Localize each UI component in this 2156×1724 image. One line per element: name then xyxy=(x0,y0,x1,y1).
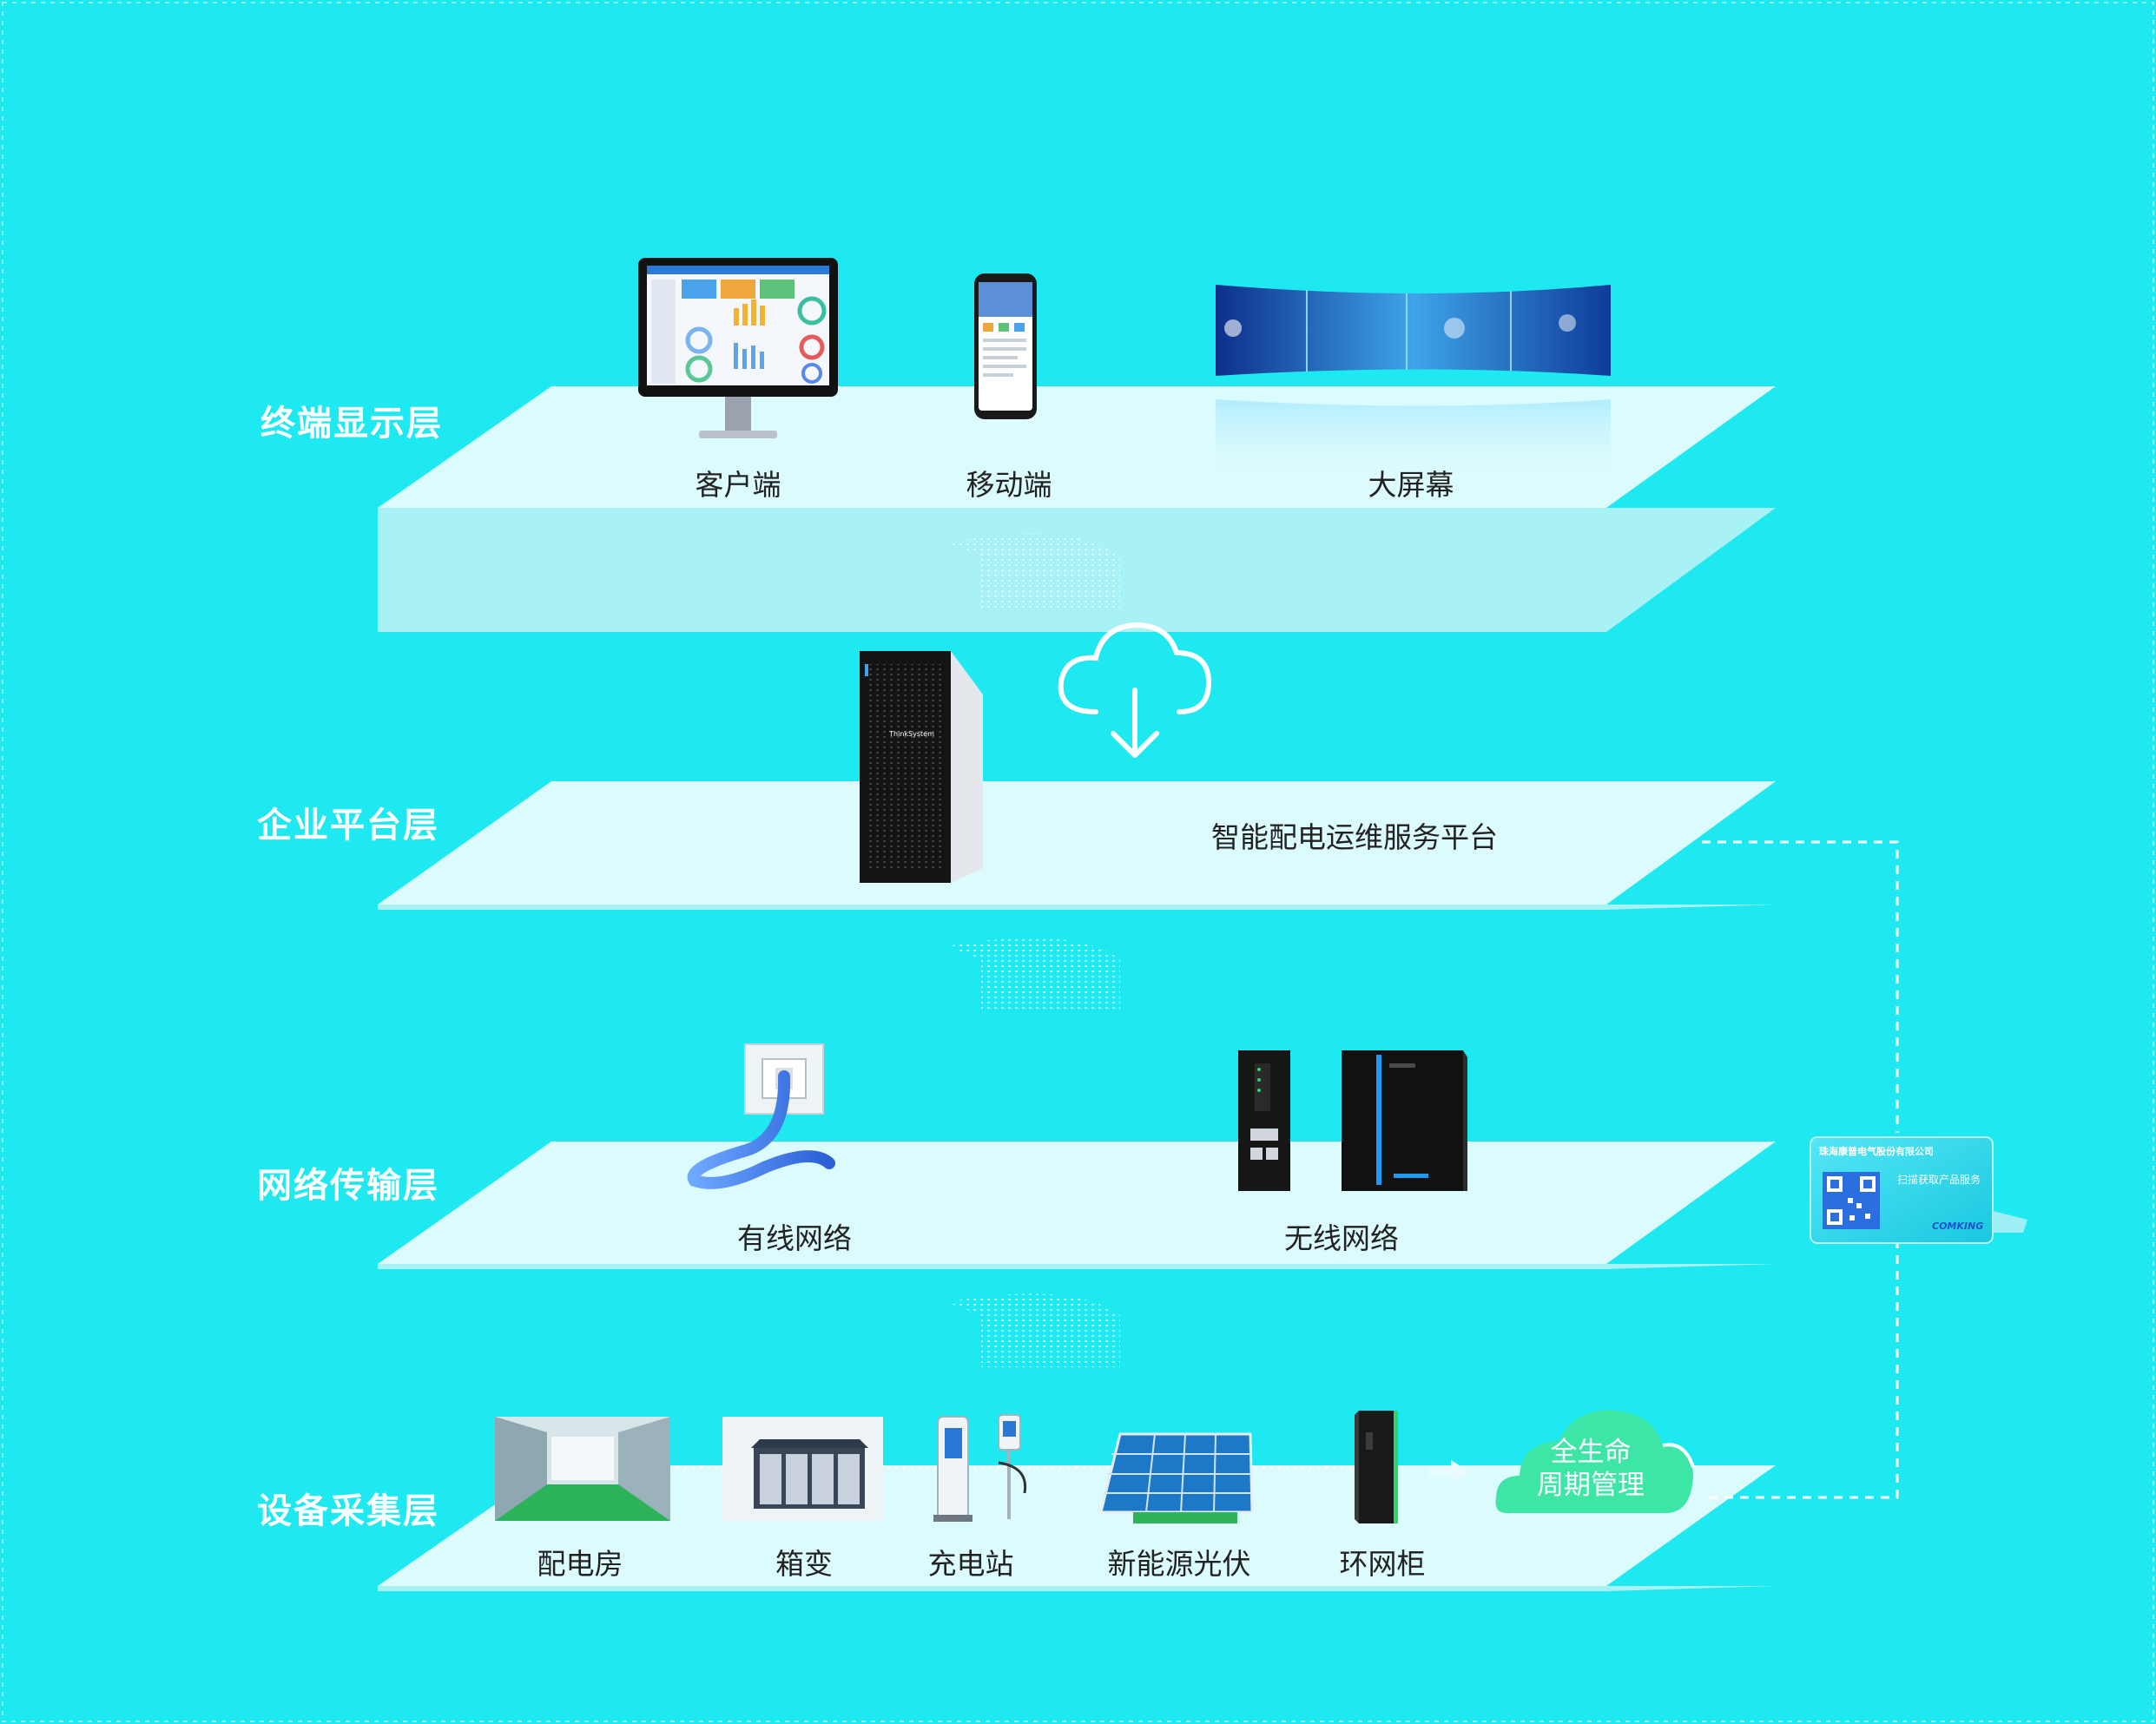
box-transformer-icon xyxy=(722,1417,883,1521)
terminal-layer-title: 终端显示层 xyxy=(260,404,443,444)
device-layer-title: 设备采集层 xyxy=(257,1491,439,1531)
cloud-download-icon xyxy=(1058,622,1212,758)
box-transformer-label: 箱变 xyxy=(775,1547,833,1581)
enterprise-layer-title: 企业平台层 xyxy=(257,806,439,846)
lifecycle-text: 全生命 周期管理 xyxy=(1504,1436,1678,1502)
monitor-icon xyxy=(638,258,838,438)
network-layer-title: 网络传输层 xyxy=(257,1166,439,1206)
solar-panel-icon xyxy=(1099,1432,1254,1523)
server-tower-icon: ThinkSystem xyxy=(860,651,983,883)
client-label: 客户端 xyxy=(695,468,781,502)
qr-brand: COMKING xyxy=(1932,1221,1984,1232)
ring-main-unit-icon xyxy=(1355,1411,1398,1523)
platform-service-label: 智能配电运维服务平台 xyxy=(1211,820,1498,854)
lifecycle-line2: 周期管理 xyxy=(1537,1470,1645,1501)
qr-code-icon xyxy=(1823,1172,1880,1229)
data-stream-2 xyxy=(946,938,1120,1011)
wireless-gateway-icon xyxy=(1342,1050,1467,1191)
platform-network xyxy=(378,1142,1776,1269)
wired-network-label: 有线网络 xyxy=(737,1221,852,1255)
dashed-connector xyxy=(1702,840,1899,1499)
charging-station-label: 充电站 xyxy=(927,1547,1014,1581)
server-brand: ThinkSystem xyxy=(888,730,934,738)
solar-label: 新能源光伏 xyxy=(1107,1547,1251,1581)
arrow-right-icon xyxy=(1428,1460,1469,1483)
big-screen-label: 大屏幕 xyxy=(1368,468,1454,502)
network-cable-icon xyxy=(687,1070,835,1189)
qr-company: 珠海康普电气股份有限公司 xyxy=(1819,1146,1934,1157)
video-wall-icon xyxy=(1216,285,1611,482)
data-stream-3 xyxy=(946,1293,1120,1367)
power-room-label: 配电房 xyxy=(537,1547,623,1581)
switchgear-room-icon xyxy=(495,1417,670,1521)
ring-main-unit-label: 环网柜 xyxy=(1339,1547,1426,1581)
lifecycle-line1: 全生命 xyxy=(1550,1437,1632,1468)
ev-charger-icon xyxy=(933,1414,1027,1522)
mobile-label: 移动端 xyxy=(966,468,1052,502)
wireless-network-label: 无线网络 xyxy=(1284,1221,1399,1255)
network-switch-icon xyxy=(1238,1050,1290,1191)
platform-enterprise xyxy=(378,781,1776,910)
data-stream-1 xyxy=(946,534,1120,608)
lifecycle-cloud xyxy=(1495,1410,1695,1513)
qr-scan-text: 扫描获取产品服务 xyxy=(1897,1174,1981,1186)
phone-icon xyxy=(974,273,1037,419)
